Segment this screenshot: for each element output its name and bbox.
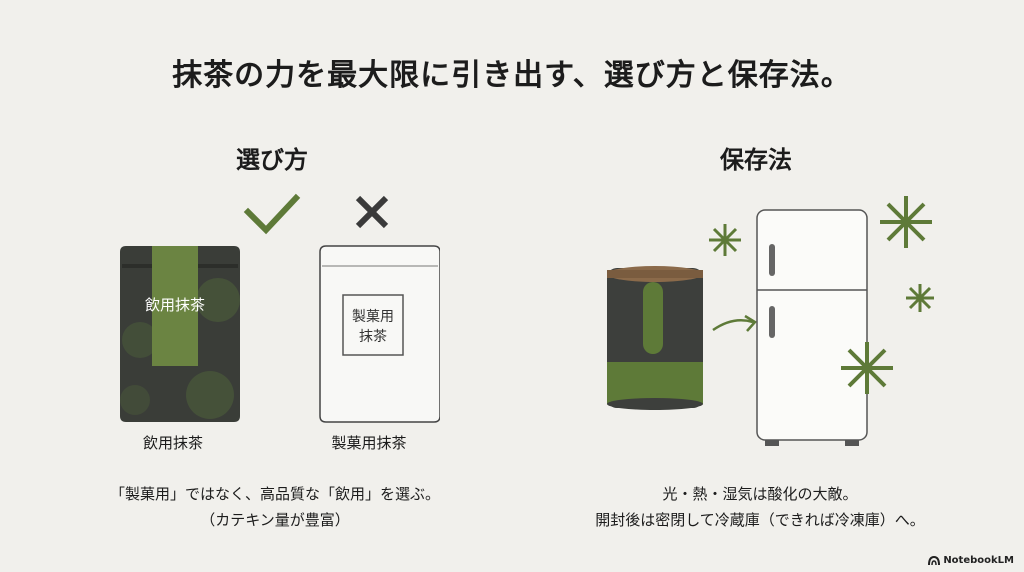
page-title: 抹茶の力を最大限に引き出す、選び方と保存法。 [172, 58, 852, 93]
brand-logo: NotebookLM [928, 555, 1014, 566]
packages-illustration: 飲用抹茶 製菓用 抹茶 [120, 193, 440, 423]
choose-heading: 選び方 [236, 145, 308, 174]
store-note-line1: 光・熱・湿気は酸化の大敵。 [662, 485, 858, 503]
choose-note-line1: 「製菓用」ではなく、高品質な「飲用」を選ぶ。 [109, 485, 440, 503]
pouch-label-drinking: 飲用抹茶 [145, 296, 205, 314]
store-note-line2: 開封後は密閉して冷蔵庫（できれば冷凍庫）へ。 [595, 511, 925, 529]
x-icon [355, 195, 389, 229]
confectionery-matcha-pouch: 製菓用 抹茶 [319, 245, 440, 423]
choose-note: 「製菓用」ではなく、高品質な「飲用」を選ぶ。 （カテキン量が豊富） [40, 481, 510, 533]
snowflake-icon [709, 196, 934, 394]
check-icon [243, 193, 301, 235]
store-note: 光・熱・湿気は酸化の大敵。 開封後は密閉して冷蔵庫（できれば冷凍庫）へ。 [520, 481, 1000, 533]
storage-illustration [607, 196, 934, 446]
caption-drinking-matcha: 飲用抹茶 [142, 434, 203, 452]
pouch-label-confectionery-1: 製菓用 [352, 309, 394, 325]
choose-note-line2: （カテキン量が豊富） [200, 511, 350, 529]
notebooklm-icon [928, 555, 941, 565]
pouch-label-confectionery-2: 抹茶 [359, 329, 387, 345]
caption-confectionery-matcha: 製菓用抹茶 [331, 434, 407, 452]
arrow-icon [712, 314, 757, 332]
drinking-matcha-pouch: 飲用抹茶 [120, 246, 240, 422]
store-heading: 保存法 [720, 145, 792, 174]
brand-name: NotebookLM [943, 555, 1014, 566]
canister-icon [607, 266, 703, 410]
refrigerator-icon [756, 209, 868, 446]
